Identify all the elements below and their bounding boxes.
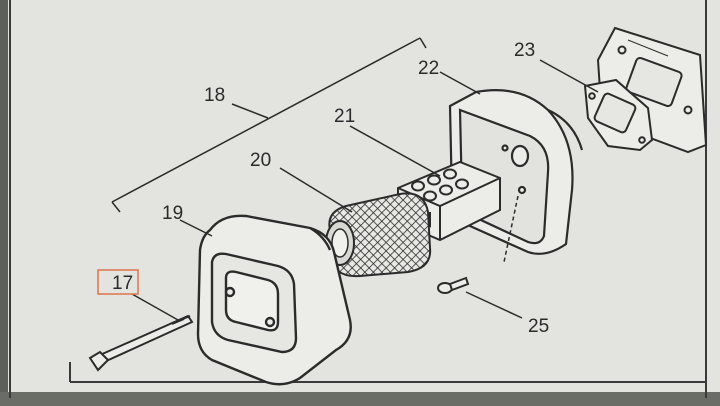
- callout-17-highlight-box: [97, 269, 139, 295]
- part-19-muffler-cover: [196, 214, 352, 386]
- leader-18: [231, 103, 269, 119]
- assembly-axis: [503, 195, 519, 263]
- part-25-screw: [437, 276, 470, 294]
- callout-22: 22: [418, 58, 439, 79]
- leader-19: [179, 219, 213, 237]
- leader-25: [465, 291, 523, 319]
- leader-23: [539, 59, 599, 93]
- callout-23: 23: [514, 40, 535, 61]
- leader-17: [131, 293, 179, 321]
- leader-20: [279, 167, 353, 213]
- part-17-bolt: [88, 314, 194, 372]
- part-23-gasket: [583, 78, 654, 152]
- callout-20: 20: [250, 150, 271, 171]
- callout-19: 19: [162, 203, 183, 224]
- leader-lines: [111, 37, 599, 321]
- callout-17: 17: [112, 273, 133, 294]
- leader-22: [439, 71, 481, 95]
- paper-lower-shadow: [0, 392, 720, 406]
- bracket-18: [111, 37, 427, 213]
- callout-18: 18: [204, 85, 225, 106]
- leader-21: [349, 125, 441, 177]
- callout-21: 21: [334, 106, 355, 127]
- callout-25: 25: [528, 316, 549, 337]
